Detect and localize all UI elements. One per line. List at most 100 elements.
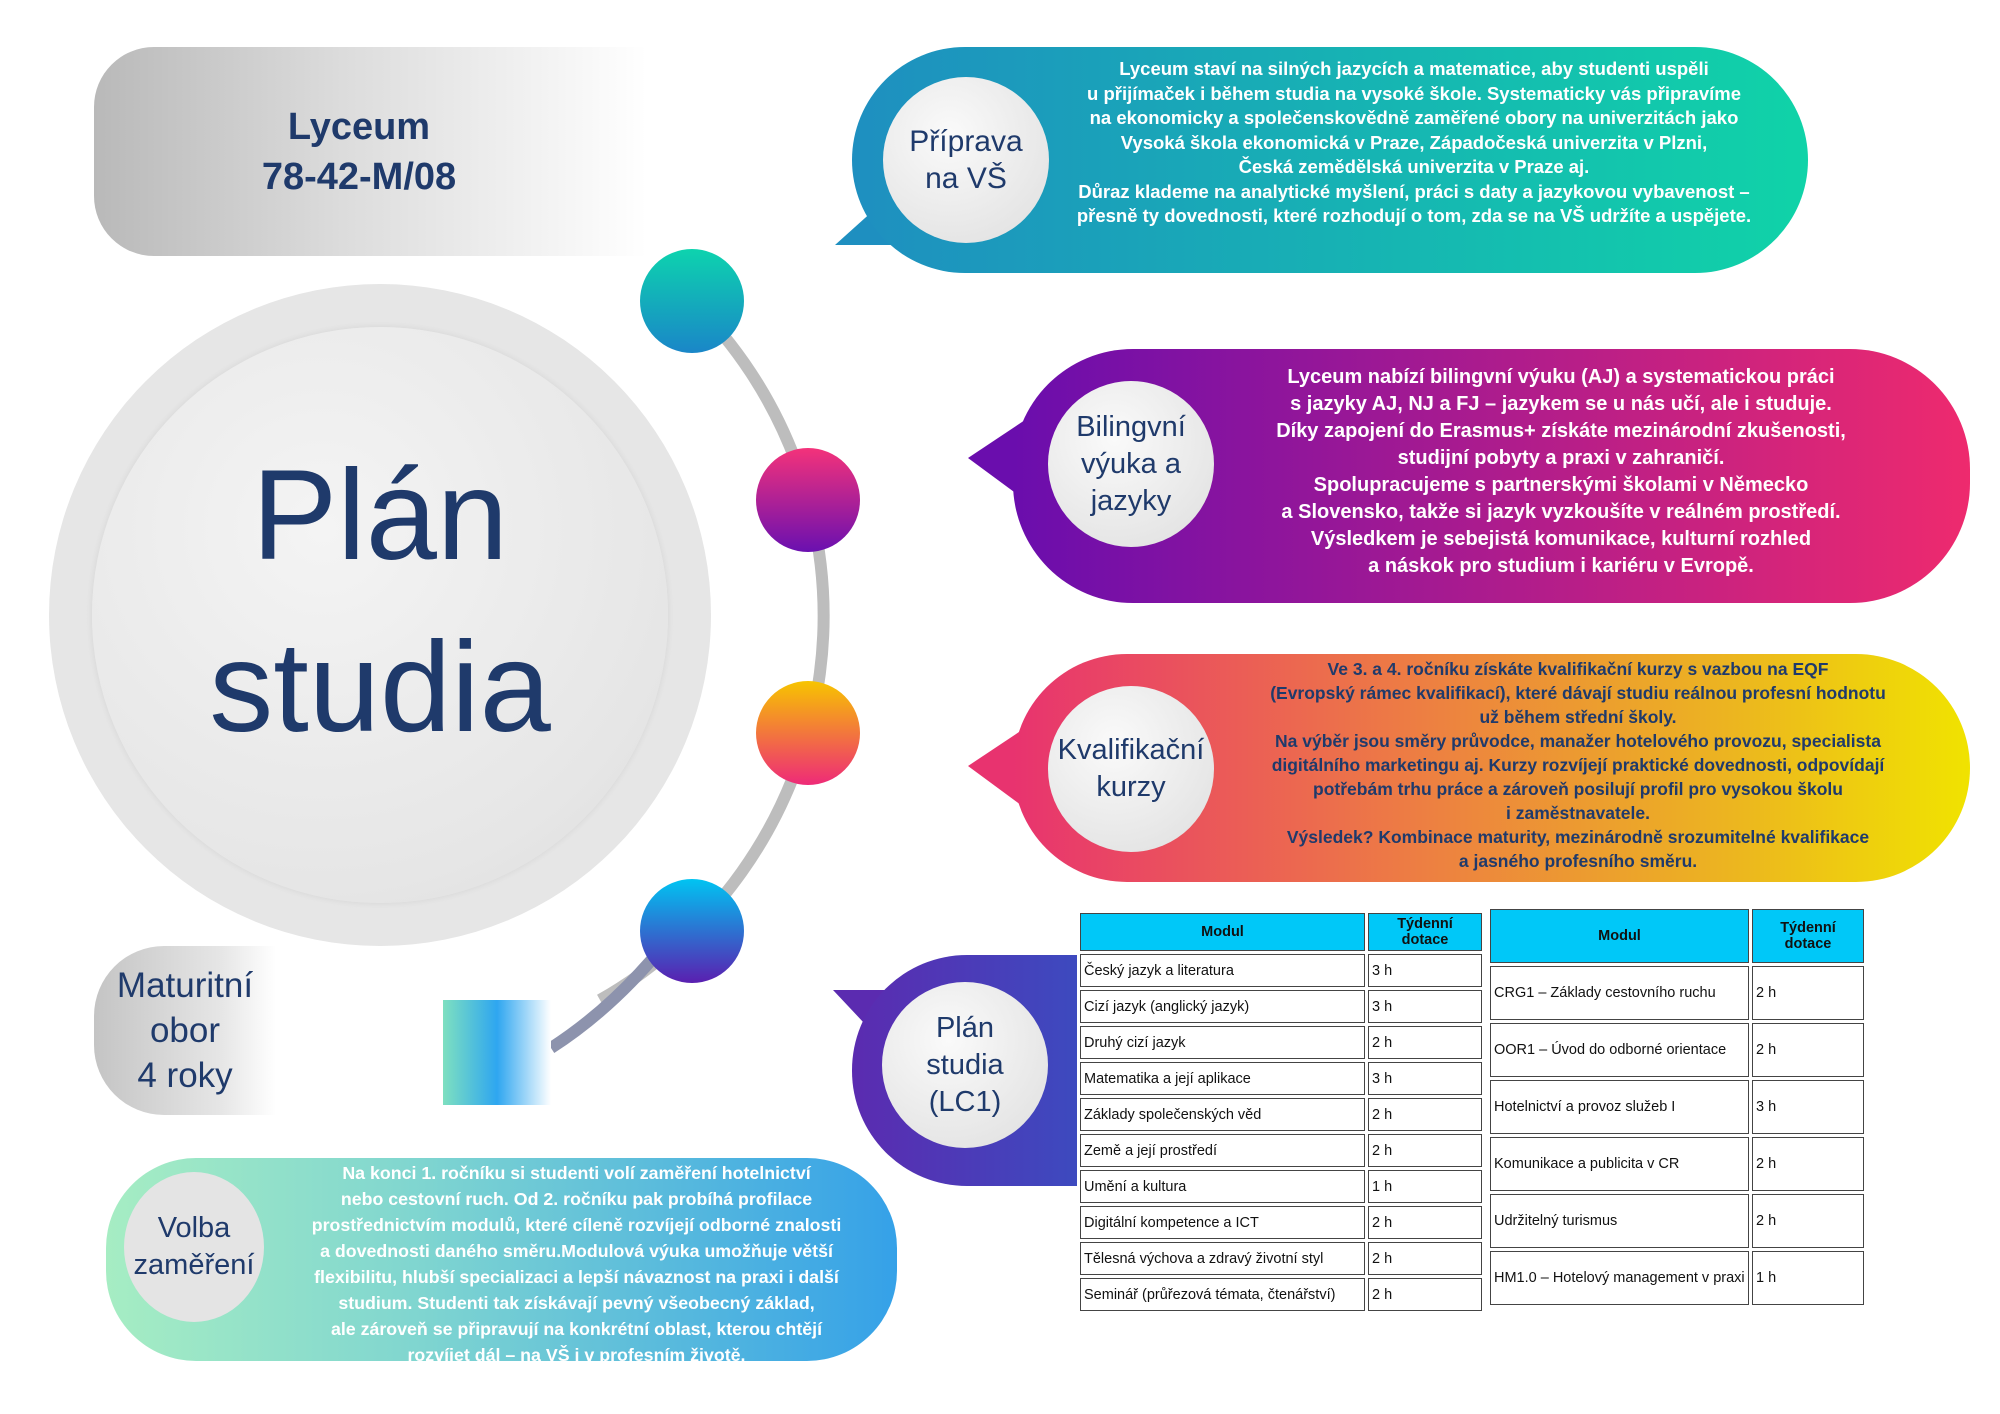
label-line: Kvalifikační	[1057, 734, 1205, 766]
hours-cell: 2 h	[1752, 1023, 1864, 1077]
text-line: Výsledkem je sebejistá komunikace, kultu…	[1310, 528, 1812, 550]
dot-plan	[640, 879, 744, 983]
text-line: Česká zemědělská univerzita v Praze aj.	[1238, 156, 1590, 177]
hours-cell: 2 h	[1752, 1194, 1864, 1248]
text-line: Důraz klademe na analytické myšlení, prá…	[1078, 180, 1750, 202]
module-name-cell: Komunikace a publicita v CR	[1490, 1137, 1749, 1191]
program-title: Lyceum	[287, 105, 431, 148]
duration-line: obor	[149, 1011, 221, 1050]
text-line: digitálního marketingu aj. Kurzy rozvíje…	[1271, 755, 1885, 775]
program-code: 78-42-M/08	[261, 155, 457, 198]
section-focus-text: Na konci 1. ročníku si studenti volí zam…	[264, 1160, 889, 1368]
module-name-cell: Umění a kultura	[1080, 1170, 1365, 1203]
dot-courses	[756, 681, 860, 785]
col-header: Modul	[1490, 909, 1749, 963]
text-line: studijní pobyty a praxi v zahraničí.	[1397, 447, 1725, 469]
text-line: a dovednosti daného směru.Modulová výuka…	[320, 1241, 833, 1261]
hours-cell: 1 h	[1752, 1251, 1864, 1305]
section-focus-label: Volba zaměření	[124, 1172, 264, 1322]
text-line: Vysoká škola ekonomická v Praze, Západoč…	[1120, 131, 1708, 153]
tail-bilingual	[968, 420, 1025, 500]
label-line: Bilingvní	[1076, 410, 1186, 443]
hours-cell: 3 h	[1752, 1080, 1864, 1134]
section-courses: Kvalifikační kurzy Ve 3. a 4. ročníku zí…	[1013, 654, 1970, 882]
label-line: Plán	[935, 1011, 995, 1044]
table-row: Seminář (průřezová témata, čtenářství)2 …	[1080, 1278, 1482, 1311]
hours-cell: 2 h	[1368, 1206, 1482, 1239]
tail-courses	[968, 728, 1025, 808]
hours-cell: 3 h	[1368, 954, 1482, 987]
section-courses-label: Kvalifikační kurzy	[1048, 686, 1214, 852]
text-line: Spolupracujeme s partnerskými školami v …	[1313, 474, 1809, 496]
text-line: a jasného profesního směru.	[1458, 851, 1698, 871]
text-line: Díky zapojení do Erasmus+ získáte meziná…	[1276, 420, 1846, 442]
text-line: už během střední školy.	[1479, 707, 1677, 727]
text-line: u přijímaček i během studia na vysoké šk…	[1087, 82, 1741, 104]
section-focus: Volba zaměření Na konci 1. ročníku si st…	[106, 1158, 897, 1365]
text-line: Lyceum staví na silných jazycích a matem…	[1119, 58, 1709, 79]
section-bilingual-label: Bilingvní výuka a jazyky	[1048, 381, 1214, 547]
module-name-cell: Český jazyk a literatura	[1080, 954, 1365, 987]
hours-cell: 2 h	[1752, 966, 1864, 1020]
text-line: i zaměstnavatele.	[1506, 803, 1650, 823]
label-line: jazyky	[1090, 484, 1172, 517]
bubble-tails	[833, 200, 1025, 1040]
hours-cell: 2 h	[1368, 1098, 1482, 1131]
hours-cell: 2 h	[1368, 1026, 1482, 1059]
text-line: studium. Studenti tak získávají pevný vš…	[338, 1293, 815, 1313]
text-line: Výsledek? Kombinace maturity, mezinárodn…	[1286, 827, 1870, 847]
text-line: rozvíjet dál – na VŠ i v profesním život…	[407, 1345, 746, 1365]
label-line: studia	[926, 1048, 1004, 1081]
label-line: zaměření	[133, 1249, 255, 1281]
duration-pill: Maturitní obor 4 roky	[94, 946, 276, 1115]
module-name-cell: Matematika a její aplikace	[1080, 1062, 1365, 1095]
module-name-cell: Hotelnictví a provoz služeb I	[1490, 1080, 1749, 1134]
label-line: na VŠ	[925, 162, 1007, 195]
text-line: Na výběr jsou směry průvodce, manažer ho…	[1275, 731, 1881, 751]
center-title-line2: studia	[209, 616, 551, 759]
hours-cell: 2 h	[1368, 1242, 1482, 1275]
text-line: ale zároveň se připravují na konkrétní o…	[330, 1319, 823, 1339]
text-line: a Slovensko, takže si jazyk vyzkoušíte v…	[1281, 501, 1841, 523]
table-row: Cizí jazyk (anglický jazyk)3 h	[1080, 990, 1482, 1023]
text-line: na ekonomicky a společenskovědně zaměřen…	[1089, 107, 1739, 128]
section-plan-label: Plán studia (LC1)	[882, 982, 1048, 1148]
module-name-cell: OOR1 – Úvod do odborné orientace	[1490, 1023, 1749, 1077]
module-name-cell: Digitální kompetence a ICT	[1080, 1206, 1365, 1239]
dot-vs	[640, 249, 744, 353]
module-name-cell: Udržitelný turismus	[1490, 1194, 1749, 1248]
hours-cell: 3 h	[1368, 990, 1482, 1023]
hours-cell: 2 h	[1368, 1134, 1482, 1167]
col-header: Modul	[1080, 913, 1365, 951]
hours-cell: 2 h	[1752, 1137, 1864, 1191]
dot-bilingual	[756, 448, 860, 552]
text-line: prostřednictvím modulů, které cíleně roz…	[311, 1215, 842, 1235]
hours-cell: 1 h	[1368, 1170, 1482, 1203]
section-courses-text: Ve 3. a 4. ročníku získáte kvalifikační …	[1213, 657, 1943, 873]
text-line: přesně ty dovednosti, které rozhodují o …	[1076, 205, 1752, 226]
text-line: Na konci 1. ročníku si studenti volí zam…	[342, 1163, 811, 1183]
gradient-square	[443, 1000, 551, 1105]
module-name-cell: Druhý cizí jazyk	[1080, 1026, 1365, 1059]
duration-line: Maturitní	[116, 966, 254, 1005]
section-vs: Příprava na VŠ Lyceum staví na silných j…	[852, 47, 1808, 273]
label-line: výuka a	[1081, 447, 1181, 480]
module-name-cell: Tělesná výchova a zdravý životní styl	[1080, 1242, 1365, 1275]
module-name-cell: Základy společenských věd	[1080, 1098, 1365, 1131]
section-vs-text: Lyceum staví na silných jazycích a matem…	[1052, 57, 1776, 229]
module-name-cell: Země a její prostředí	[1080, 1134, 1365, 1167]
section-vs-label: Příprava na VŠ	[883, 77, 1049, 243]
module-name-cell: Cizí jazyk (anglický jazyk)	[1080, 990, 1365, 1023]
duration-line: 4 roky	[137, 1056, 233, 1095]
